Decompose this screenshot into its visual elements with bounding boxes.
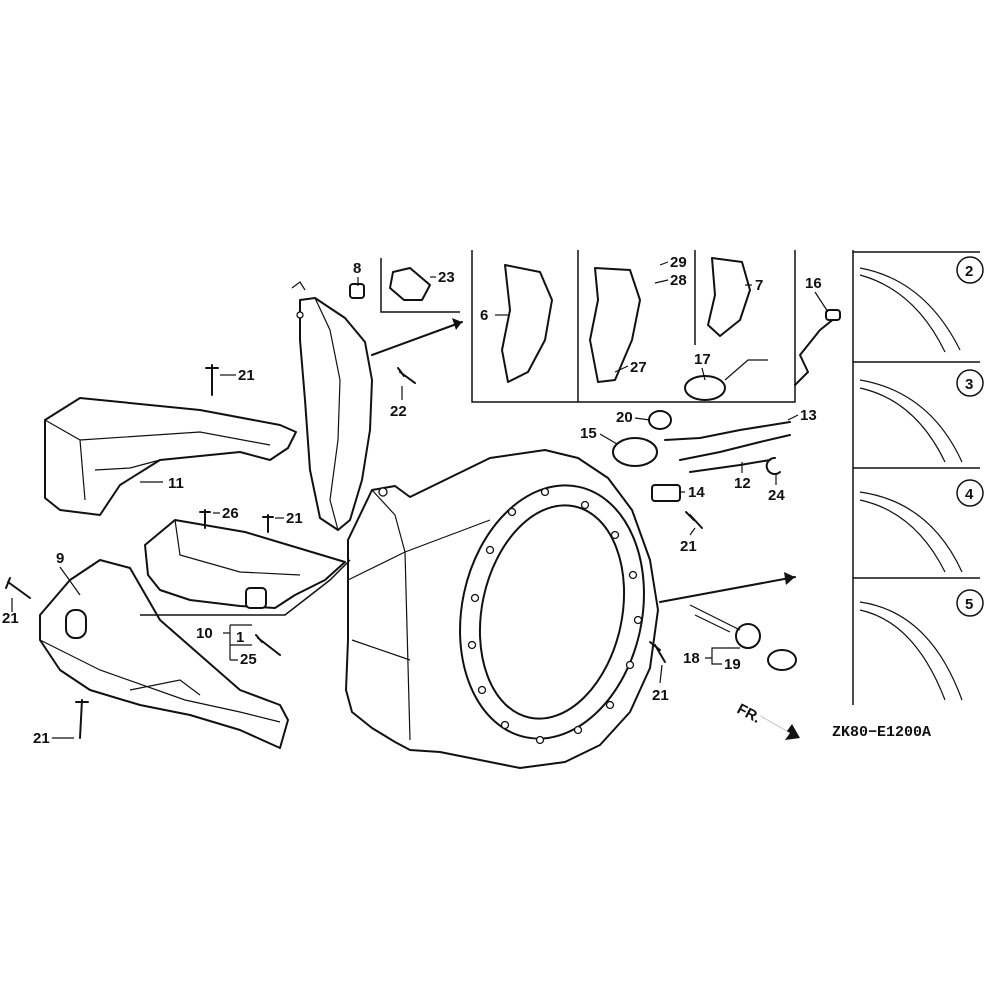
- callout-22: 22: [390, 403, 407, 420]
- callout-21: 21: [2, 610, 19, 627]
- variant-number: 5: [965, 596, 973, 613]
- callout-29: 29: [670, 254, 687, 271]
- callout-8: 8: [353, 260, 361, 277]
- variant-number: 2: [965, 263, 973, 280]
- callout-24: 24: [768, 487, 785, 504]
- callout-19: 19: [724, 656, 741, 673]
- fan-cover: [345, 449, 659, 769]
- callout-27: 27: [630, 359, 647, 376]
- clips: [349, 267, 431, 301]
- callout-17: 17: [694, 351, 711, 368]
- front-marker: FR.: [734, 701, 763, 727]
- callout-12: 12: [734, 475, 751, 492]
- callout-9: 9: [56, 550, 64, 567]
- lower-left-cover: [39, 559, 289, 749]
- callout-1: 1: [236, 629, 244, 646]
- callout-10: 10: [196, 625, 213, 642]
- reference-arrows: [371, 318, 800, 740]
- callout-21: 21: [286, 510, 303, 527]
- detail-boxes: [140, 250, 796, 616]
- callout-14: 14: [688, 484, 705, 501]
- callout-15: 15: [580, 425, 597, 442]
- callout-21: 21: [652, 687, 669, 704]
- callout-28: 28: [670, 272, 687, 289]
- callout-23: 23: [438, 269, 455, 286]
- deflector-variants: [501, 257, 751, 383]
- electrical-parts: [612, 309, 841, 671]
- callout-7: 7: [755, 277, 763, 294]
- leader-lines: [11, 261, 829, 739]
- bolts: [5, 364, 703, 739]
- callout-6: 6: [480, 307, 488, 324]
- variant-number: 4: [965, 486, 974, 503]
- callout-21: 21: [680, 538, 697, 555]
- variant-number: 3: [965, 376, 973, 393]
- upper-left-cover: [44, 397, 297, 516]
- shroud: [291, 281, 373, 531]
- callout-26: 26: [222, 505, 239, 522]
- callout-21: 21: [238, 367, 255, 384]
- callout-21: 21: [33, 730, 50, 747]
- callout-18: 18: [683, 650, 700, 667]
- variant-markers: 2 3 4 5: [956, 256, 984, 617]
- middle-bracket: [144, 519, 346, 609]
- callout-11: 11: [168, 475, 184, 492]
- variant-panels: [852, 250, 980, 705]
- callout-25: 25: [240, 651, 257, 668]
- callout-labels: 21 11 26 21 9 21 10 1 25 21 8 23 22 6 27…: [2, 254, 822, 747]
- callout-13: 13: [800, 407, 817, 424]
- callout-16: 16: [805, 275, 822, 292]
- diagram-code: ZK80−E1200A: [832, 724, 931, 741]
- callout-20: 20: [616, 409, 633, 426]
- fan-cover-bolt-holes: [467, 487, 643, 745]
